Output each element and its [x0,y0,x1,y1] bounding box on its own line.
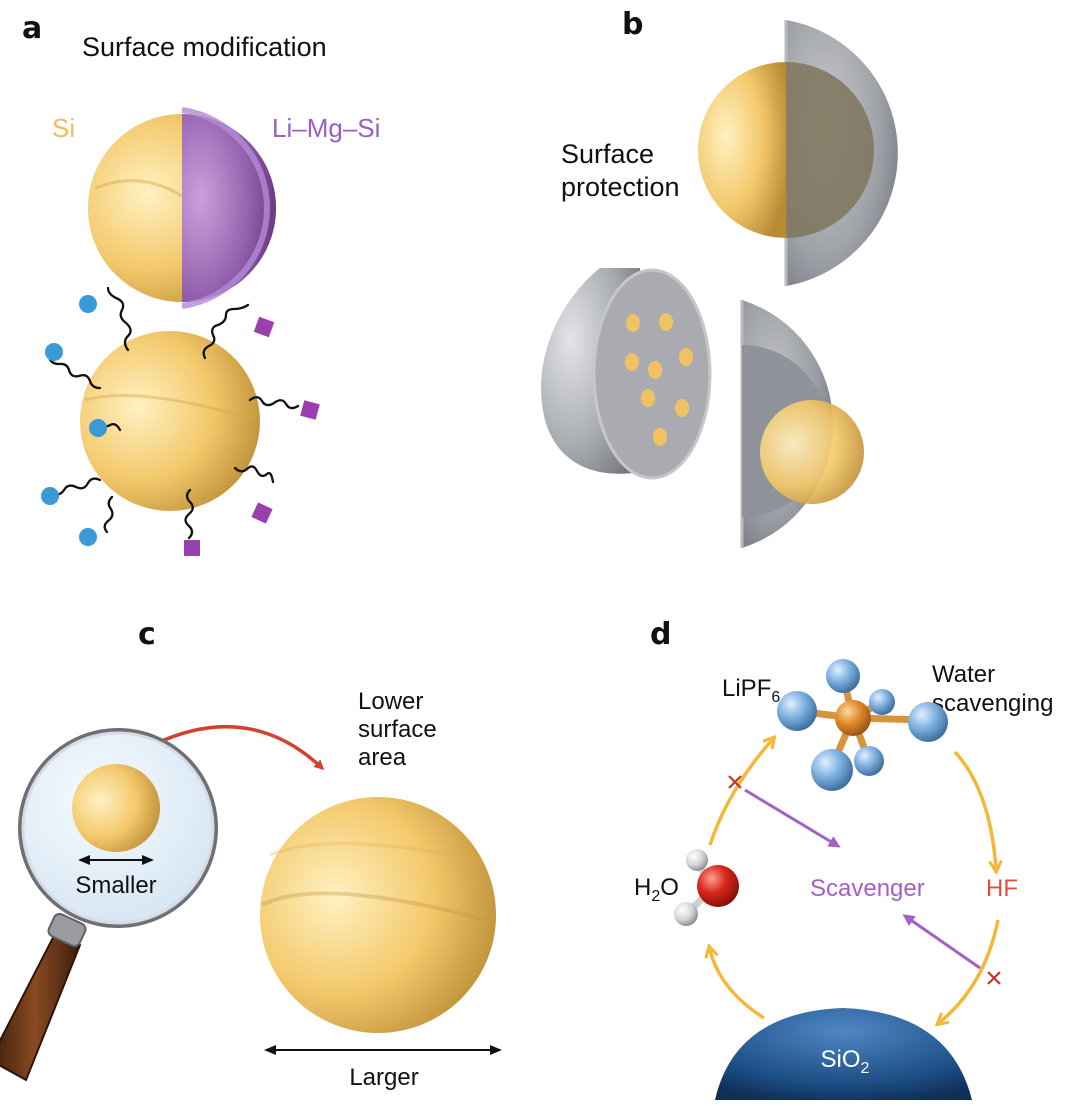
panel-d-letter: d [650,617,671,652]
ligand-chain [233,465,275,484]
panel-c-letter: c [138,617,156,652]
sio2-label: SiO2 [821,1046,870,1077]
blocked-x-icon [987,971,1001,985]
ligand-sphere [41,286,320,556]
panel-a-letter: a [22,11,42,46]
panel-b: b Surface protection [541,7,898,548]
panel-d: d LiPF6 Water scavenging [634,617,1053,1100]
core-shell-particle [698,20,898,286]
lower-surface-line1: Lower [358,688,423,715]
ligand-chain [248,396,300,410]
lipf6-molecule-icon [777,659,948,791]
alloy-label: Li–Mg–Si [272,113,380,143]
si-alloy-sphere [88,107,276,309]
ligand-head-purple [253,316,275,338]
h2o-label: H2O [634,874,679,905]
reaction-cycle [710,740,998,1022]
ligand-head-blue [41,487,59,505]
ligand-chain [47,355,102,390]
smaller-label: Smaller [75,872,156,899]
panel-a: a Surface modification Si Li–Mg–Si [22,11,380,556]
ligand-head-blue [79,295,97,313]
yolk-shell-particle [740,300,864,548]
ligand-head-blue [79,528,97,546]
water-scavenging-line1: Water [932,661,995,688]
panel-b-letter: b [622,7,643,42]
ligand-head-purple [251,502,273,524]
cycle-arrow-lipf6-to-hf [953,750,996,868]
blocked-x-icon [728,775,742,789]
ligand-head-blue [45,343,63,361]
panel-c: c Lower surface area Smaller Larger [0,617,502,1091]
surface-protection-line1: Surface [561,139,654,169]
ligand-chain [106,286,132,352]
si-label: Si [52,113,75,143]
cycle-arrow-h2o-to-lipf6 [708,740,772,846]
magnifier-icon [0,728,218,1082]
ligand-head-blue [89,419,107,437]
ligand-chain [52,477,102,496]
lipf6-label: LiPF6 [722,675,780,706]
sio2-surface [715,1008,972,1100]
lower-surface-line2: surface [358,716,437,743]
ligand-chain [202,303,250,360]
water-scavenging-line2: scavenging [932,690,1053,717]
water-molecule-icon [674,849,739,926]
hf-label: HF [986,875,1018,902]
surface-protection-line2: protection [561,172,680,202]
scavenger-arrow-upper [744,788,841,848]
ligand-head-purple [300,400,320,420]
ligand-chain [184,488,194,540]
lower-surface-line3: area [358,744,407,771]
ligand-chain [103,495,114,534]
cycle-arrow-hf-to-sio2 [940,919,1000,1022]
ligand-head-purple [184,540,200,556]
scavenger-label: Scavenger [810,875,925,902]
larger-label: Larger [349,1064,418,1091]
scavenger-arrow-lower [902,914,981,970]
porous-hemisphere [541,268,712,480]
cycle-arrow-sio2-to-h2o [710,950,765,1020]
panel-a-title: Surface modification [82,32,327,62]
size-increase-arrow [154,725,325,771]
large-si-particle [260,797,496,1033]
